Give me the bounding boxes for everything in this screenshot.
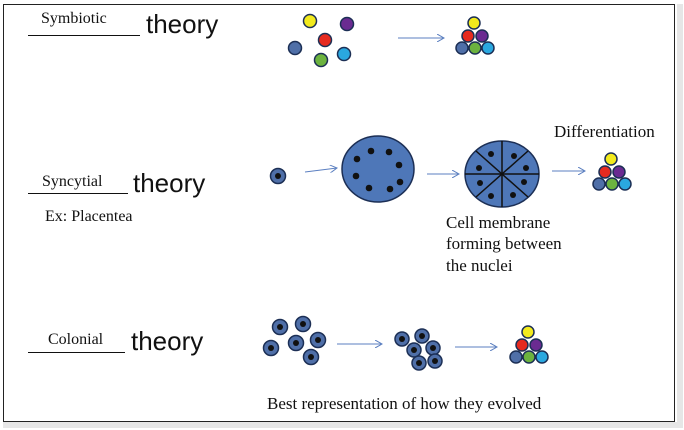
- symbiotic-blank-line: [28, 35, 140, 36]
- yellow-cell: [302, 13, 318, 29]
- syncytial-theory-word: theory: [133, 168, 206, 198]
- light-blue-cell: [336, 46, 352, 62]
- syncytial-word: Syncytial: [42, 173, 103, 190]
- arrow-syncytial-1: [304, 168, 337, 172]
- purple-cell: [339, 16, 355, 32]
- red-cell: [317, 32, 333, 48]
- single-cell: [269, 167, 287, 185]
- colonial-blank-line: [28, 352, 125, 353]
- differentiated-cluster-2: [592, 152, 632, 191]
- slide-frame: [3, 4, 675, 422]
- green-cell: [313, 52, 329, 68]
- placentea-example: Ex: Placentea: [45, 208, 133, 225]
- multinucleate-cell: [341, 135, 415, 203]
- colonial-word: Colonial: [48, 331, 104, 348]
- colony-cluster: [394, 328, 443, 371]
- symbiotic-word: Symbiotic: [41, 10, 107, 27]
- partitioned-cell: [464, 140, 540, 208]
- membrane-label-line3: the nuclei: [446, 256, 513, 275]
- frame-shadow-right: [677, 4, 683, 424]
- blue-cell: [287, 40, 303, 56]
- separate-cells: [262, 315, 327, 366]
- membrane-label-line2: forming between: [446, 234, 562, 253]
- differentiated-cluster-3: [509, 325, 549, 364]
- colonial-theory-word: theory: [131, 326, 204, 356]
- frame-shadow-bottom: [3, 422, 683, 428]
- differentiated-cluster-1: [455, 16, 495, 55]
- syncytial-blank-line: [28, 193, 128, 194]
- differentiation-label: Differentiation: [554, 122, 655, 141]
- membrane-label-line1: Cell membrane: [446, 213, 551, 232]
- symbiotic-theory-word: theory: [146, 9, 219, 39]
- scattered-cells: [287, 13, 355, 68]
- best-representation-label: Best representation of how they evolved: [267, 394, 542, 413]
